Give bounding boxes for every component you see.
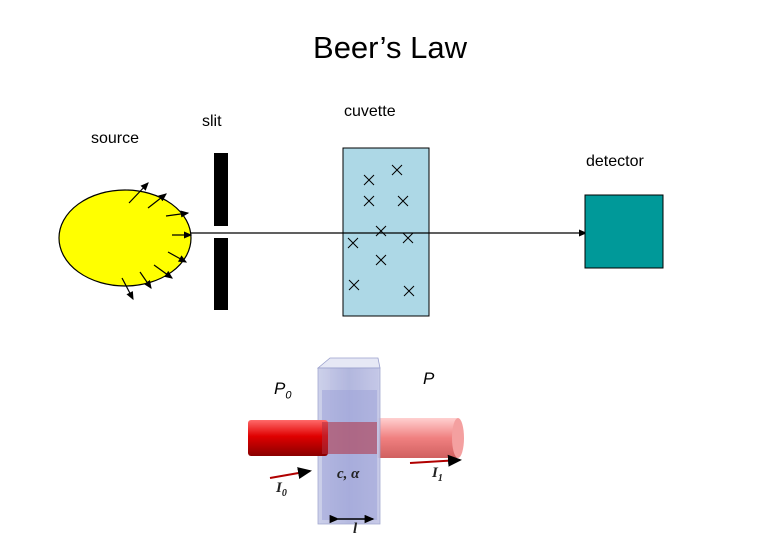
ray-arrow [153,264,173,279]
cuvette [342,147,430,317]
beam-in [248,420,328,456]
i0-symbol: I [276,480,282,496]
slit-upper [214,153,228,226]
p0-label: P0 [274,379,291,401]
i1-symbol: I [432,465,438,481]
i1-arrow [409,454,462,467]
p-label: P [423,369,435,388]
i0-subscript: 0 [281,488,287,499]
ray-arrow [121,277,134,301]
slit-lower [214,238,228,310]
path-length-label: l [353,521,358,537]
i1-subscript: 1 [437,473,443,484]
i0-label: I0 [276,480,287,499]
source-label: source [91,130,140,147]
cuvette-body [342,147,430,317]
detector-box [584,194,664,269]
i1-label: I1 [432,465,443,484]
beam-out [375,418,460,458]
p0-symbol: P [274,379,286,398]
ray-arrow [167,251,188,263]
concentration-label: c, α [337,466,360,482]
absorber-molecules [347,164,415,297]
slit-label: slit [202,113,222,130]
p0-subscript: 0 [285,389,292,402]
cuvette-photo [248,357,464,525]
ray-arrow [147,193,167,209]
ray-arrow [165,210,190,218]
light-source [58,182,193,301]
source-bulb [58,189,192,287]
ray-arrow [139,271,152,289]
cuvette-label: cuvette [344,103,396,120]
ray-arrow [128,182,149,204]
i0-arrow [269,467,312,479]
detector-label: detector [586,153,644,170]
page-title: Beer’s Law [313,30,467,65]
